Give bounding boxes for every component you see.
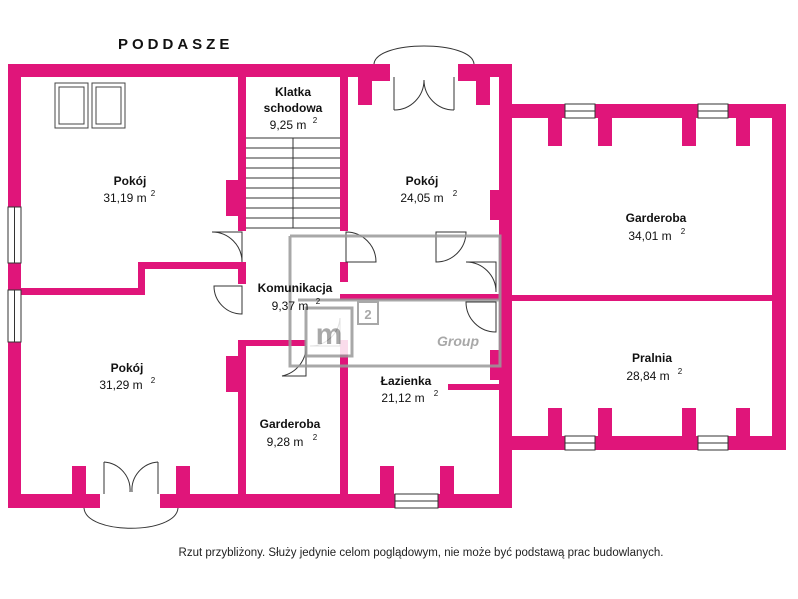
room-area: 28,84 m	[626, 369, 669, 383]
pier	[380, 466, 394, 494]
pier	[458, 77, 476, 81]
room-area: 31,19 m	[103, 191, 146, 205]
pier	[736, 118, 750, 146]
windows	[7, 103, 729, 509]
annex-wall-bottom	[499, 436, 786, 450]
door-swing-icon	[211, 231, 243, 263]
door-swing-icon	[281, 345, 307, 377]
room-area-sup: 2	[313, 116, 318, 125]
wall-bath-left	[340, 340, 348, 506]
pier	[372, 77, 390, 81]
pier	[476, 77, 490, 105]
balcony-icon	[373, 45, 475, 65]
wall-stair-left-b	[238, 262, 246, 284]
disclaimer-note: Rzut przybliżony. Służy jedynie celom po…	[179, 547, 664, 559]
room-area: 9,28 m	[267, 435, 304, 449]
pier	[440, 466, 454, 494]
wall-kom-right	[340, 262, 348, 282]
pier	[548, 408, 562, 436]
watermark: m 2 Group	[288, 234, 502, 368]
room-area: 34,01 m	[628, 229, 671, 243]
room-area: 9,25 m	[270, 118, 307, 132]
room-name: Pokój	[114, 174, 147, 188]
logo-sup-box	[357, 301, 379, 325]
wall-garderoba-left	[238, 340, 246, 506]
door-swing-icon	[393, 79, 425, 111]
room-name: Klatka	[275, 85, 311, 99]
watermark-logo: m	[316, 318, 343, 351]
room-name: schodowa	[264, 101, 323, 115]
door-swing-icon	[213, 285, 243, 315]
pier	[358, 77, 372, 105]
room-area: 9,37 m	[272, 299, 309, 313]
room-area-sup: 2	[453, 189, 458, 198]
staircase	[246, 137, 340, 229]
annex-wall-top	[499, 104, 786, 118]
room-area-sup: 2	[151, 189, 156, 198]
pier	[598, 408, 612, 436]
room-name: Łazienka	[381, 374, 432, 388]
doors	[83, 45, 497, 529]
door-swing-icon	[103, 461, 131, 493]
balcony-icon	[83, 507, 179, 529]
plan-title: PODDASZE	[118, 36, 233, 53]
pier	[736, 408, 750, 436]
annex-wall-mid	[512, 295, 772, 301]
room-area: 21,12 m	[381, 391, 424, 405]
wall-room-bath	[340, 294, 499, 300]
wall-stub-1	[226, 180, 238, 216]
room-name: Komunikacja	[258, 281, 333, 295]
skylight-icon	[91, 82, 126, 129]
annex-wall-right	[772, 104, 786, 449]
door-swing-icon	[435, 231, 467, 263]
wall-left-notch-top	[138, 262, 243, 269]
skylights	[54, 82, 126, 129]
wall-left-notch	[138, 262, 145, 295]
skylight-icon	[54, 82, 89, 129]
room-area: 31,29 m	[99, 378, 142, 392]
wall-bath-nook	[448, 384, 499, 390]
door-swing-icon	[465, 261, 497, 293]
room-name: Garderoba	[260, 417, 321, 431]
wall-garderoba-top	[246, 340, 306, 346]
room-area-sup: 2	[681, 227, 686, 236]
room-area-sup: 2	[434, 389, 439, 398]
wall-left	[8, 64, 21, 508]
room-name: Pokój	[111, 361, 144, 375]
room-name: Pralnia	[632, 351, 672, 365]
room-area-sup: 2	[316, 297, 321, 306]
door-swing-icon	[345, 231, 377, 263]
pier	[72, 466, 86, 494]
room-area-sup: 2	[313, 433, 318, 442]
wall-stair-right	[340, 77, 348, 231]
watermark-frame	[290, 234, 502, 300]
logo-box	[304, 306, 354, 358]
door-swing-icon	[465, 301, 497, 333]
watermark-logo-sup: 2	[364, 307, 371, 322]
wall-left-mid	[21, 288, 141, 295]
watermark-brand: Group	[437, 333, 479, 349]
room-labels: Pokój 31,19 m 2 Klatka schodowa 9,25 m 2…	[99, 85, 686, 449]
wall-stub-2	[226, 356, 238, 392]
pier	[682, 118, 696, 146]
wall-right-lower	[499, 450, 512, 508]
room-area-sup: 2	[678, 367, 683, 376]
pier	[682, 408, 696, 436]
pier	[176, 466, 190, 494]
wall-stair-left	[238, 77, 246, 231]
room-area: 24,05 m	[400, 191, 443, 205]
wall-top	[8, 64, 512, 77]
wall-right-upper	[499, 64, 512, 108]
walls	[8, 64, 786, 508]
room-name: Garderoba	[626, 211, 687, 225]
room-name: Pokój	[406, 174, 439, 188]
wall-stub-3	[490, 190, 512, 220]
room-area-sup: 2	[151, 376, 156, 385]
pier	[598, 118, 612, 146]
pier	[548, 118, 562, 146]
